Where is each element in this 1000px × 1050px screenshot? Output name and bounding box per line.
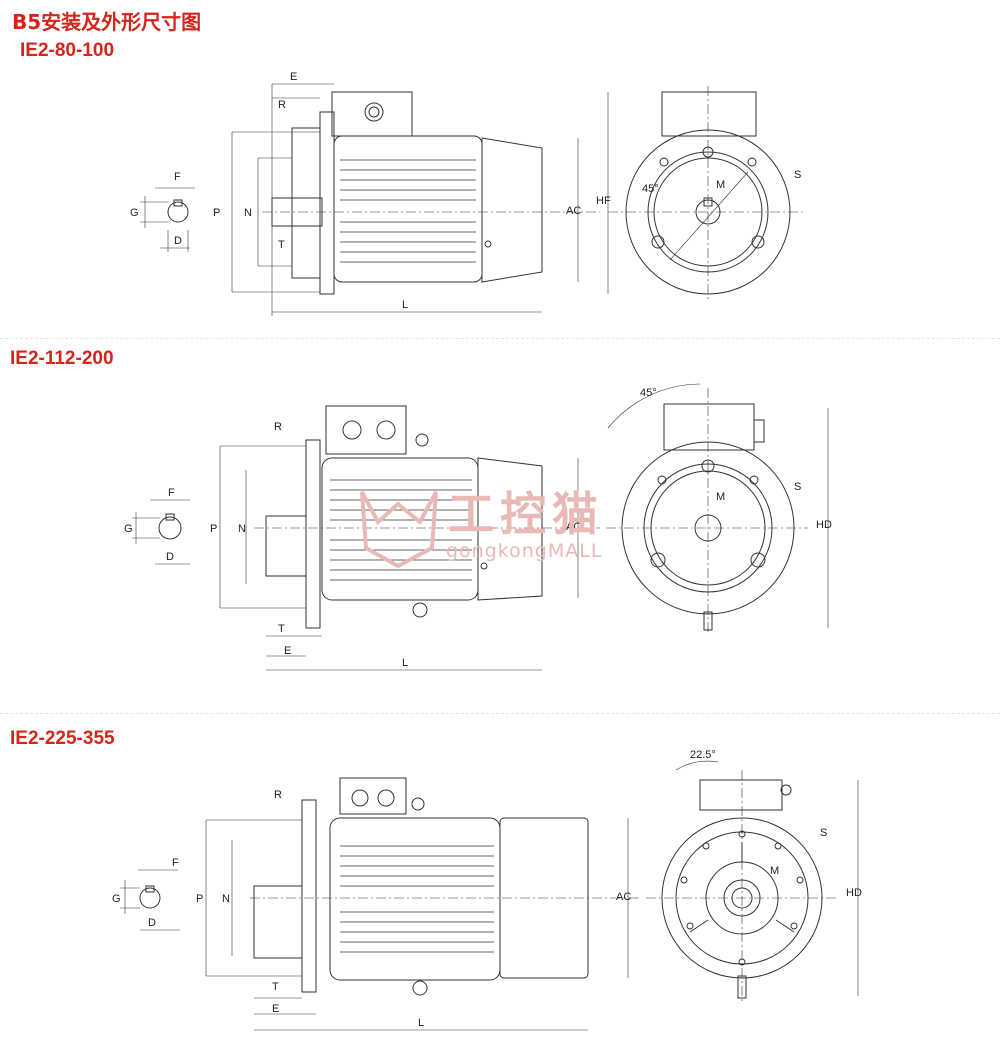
section-divider-2 (0, 713, 1000, 714)
dim-label: L (402, 657, 408, 669)
dim-label: T (278, 239, 285, 251)
dim-label: G (130, 207, 139, 219)
angle-label: 45° (640, 387, 657, 399)
dim-label: N (238, 523, 246, 535)
shaft-section-2 (132, 499, 190, 565)
dim-label: F (174, 171, 181, 183)
section-title-1: IE2-80-100 (20, 40, 115, 61)
dim-label: T (278, 623, 285, 635)
dim-label: AC (566, 205, 581, 217)
section3-front-view (646, 760, 859, 1002)
dim-label: G (124, 523, 133, 535)
dim-label: F (168, 487, 175, 499)
dim-label: P (213, 207, 220, 219)
dim-label: R (274, 421, 282, 433)
dim-label: S (794, 481, 801, 493)
section-title-2: IE2-112-200 (10, 348, 114, 369)
dim-label: E (272, 1003, 279, 1015)
dim-label: D (174, 235, 182, 247)
dim-label: E (284, 645, 291, 657)
section2-side-view (132, 405, 600, 671)
shaft-section-1 (140, 187, 195, 252)
dim-label: D (148, 917, 156, 929)
watermark-text: 工控猫 (448, 487, 604, 541)
watermark-subtext: gongkongMALL (446, 540, 603, 562)
dim-label: L (402, 299, 408, 311)
watermark-logo (360, 491, 438, 569)
dim-label: E (290, 71, 297, 83)
dim-label: HD (816, 519, 832, 531)
page-title: B5安装及外形尺寸图 (12, 10, 202, 34)
angle-label: 45° (642, 183, 659, 195)
section1-front-view (607, 86, 806, 300)
shaft-section-3 (120, 869, 180, 931)
dim-label: R (278, 99, 286, 111)
angle-label: 22.5° (690, 749, 716, 761)
section1-side-view (140, 83, 600, 316)
dim-label: N (244, 207, 252, 219)
dim-label: M (716, 179, 725, 191)
section2-front-view (606, 383, 829, 632)
dim-label: P (210, 523, 217, 535)
dim-label: HD (846, 887, 862, 899)
dim-label: R (274, 789, 282, 801)
dim-label: D (166, 551, 174, 563)
dim-label: AC (616, 891, 631, 903)
section-title-3: IE2-225-355 (10, 728, 115, 749)
dim-label: N (222, 893, 230, 905)
dim-label: M (770, 865, 779, 877)
dim-label: HF (596, 195, 611, 207)
dim-label: S (794, 169, 801, 181)
section3-side-view (120, 777, 640, 1031)
dim-label: P (196, 893, 203, 905)
dim-label: S (820, 827, 827, 839)
dim-label: L (418, 1017, 424, 1029)
dim-label: T (272, 981, 279, 993)
dim-label: AC (566, 521, 581, 533)
dim-label: M (716, 491, 725, 503)
section-divider-1 (0, 338, 1000, 339)
dim-label: G (112, 893, 121, 905)
dim-label: F (172, 857, 179, 869)
